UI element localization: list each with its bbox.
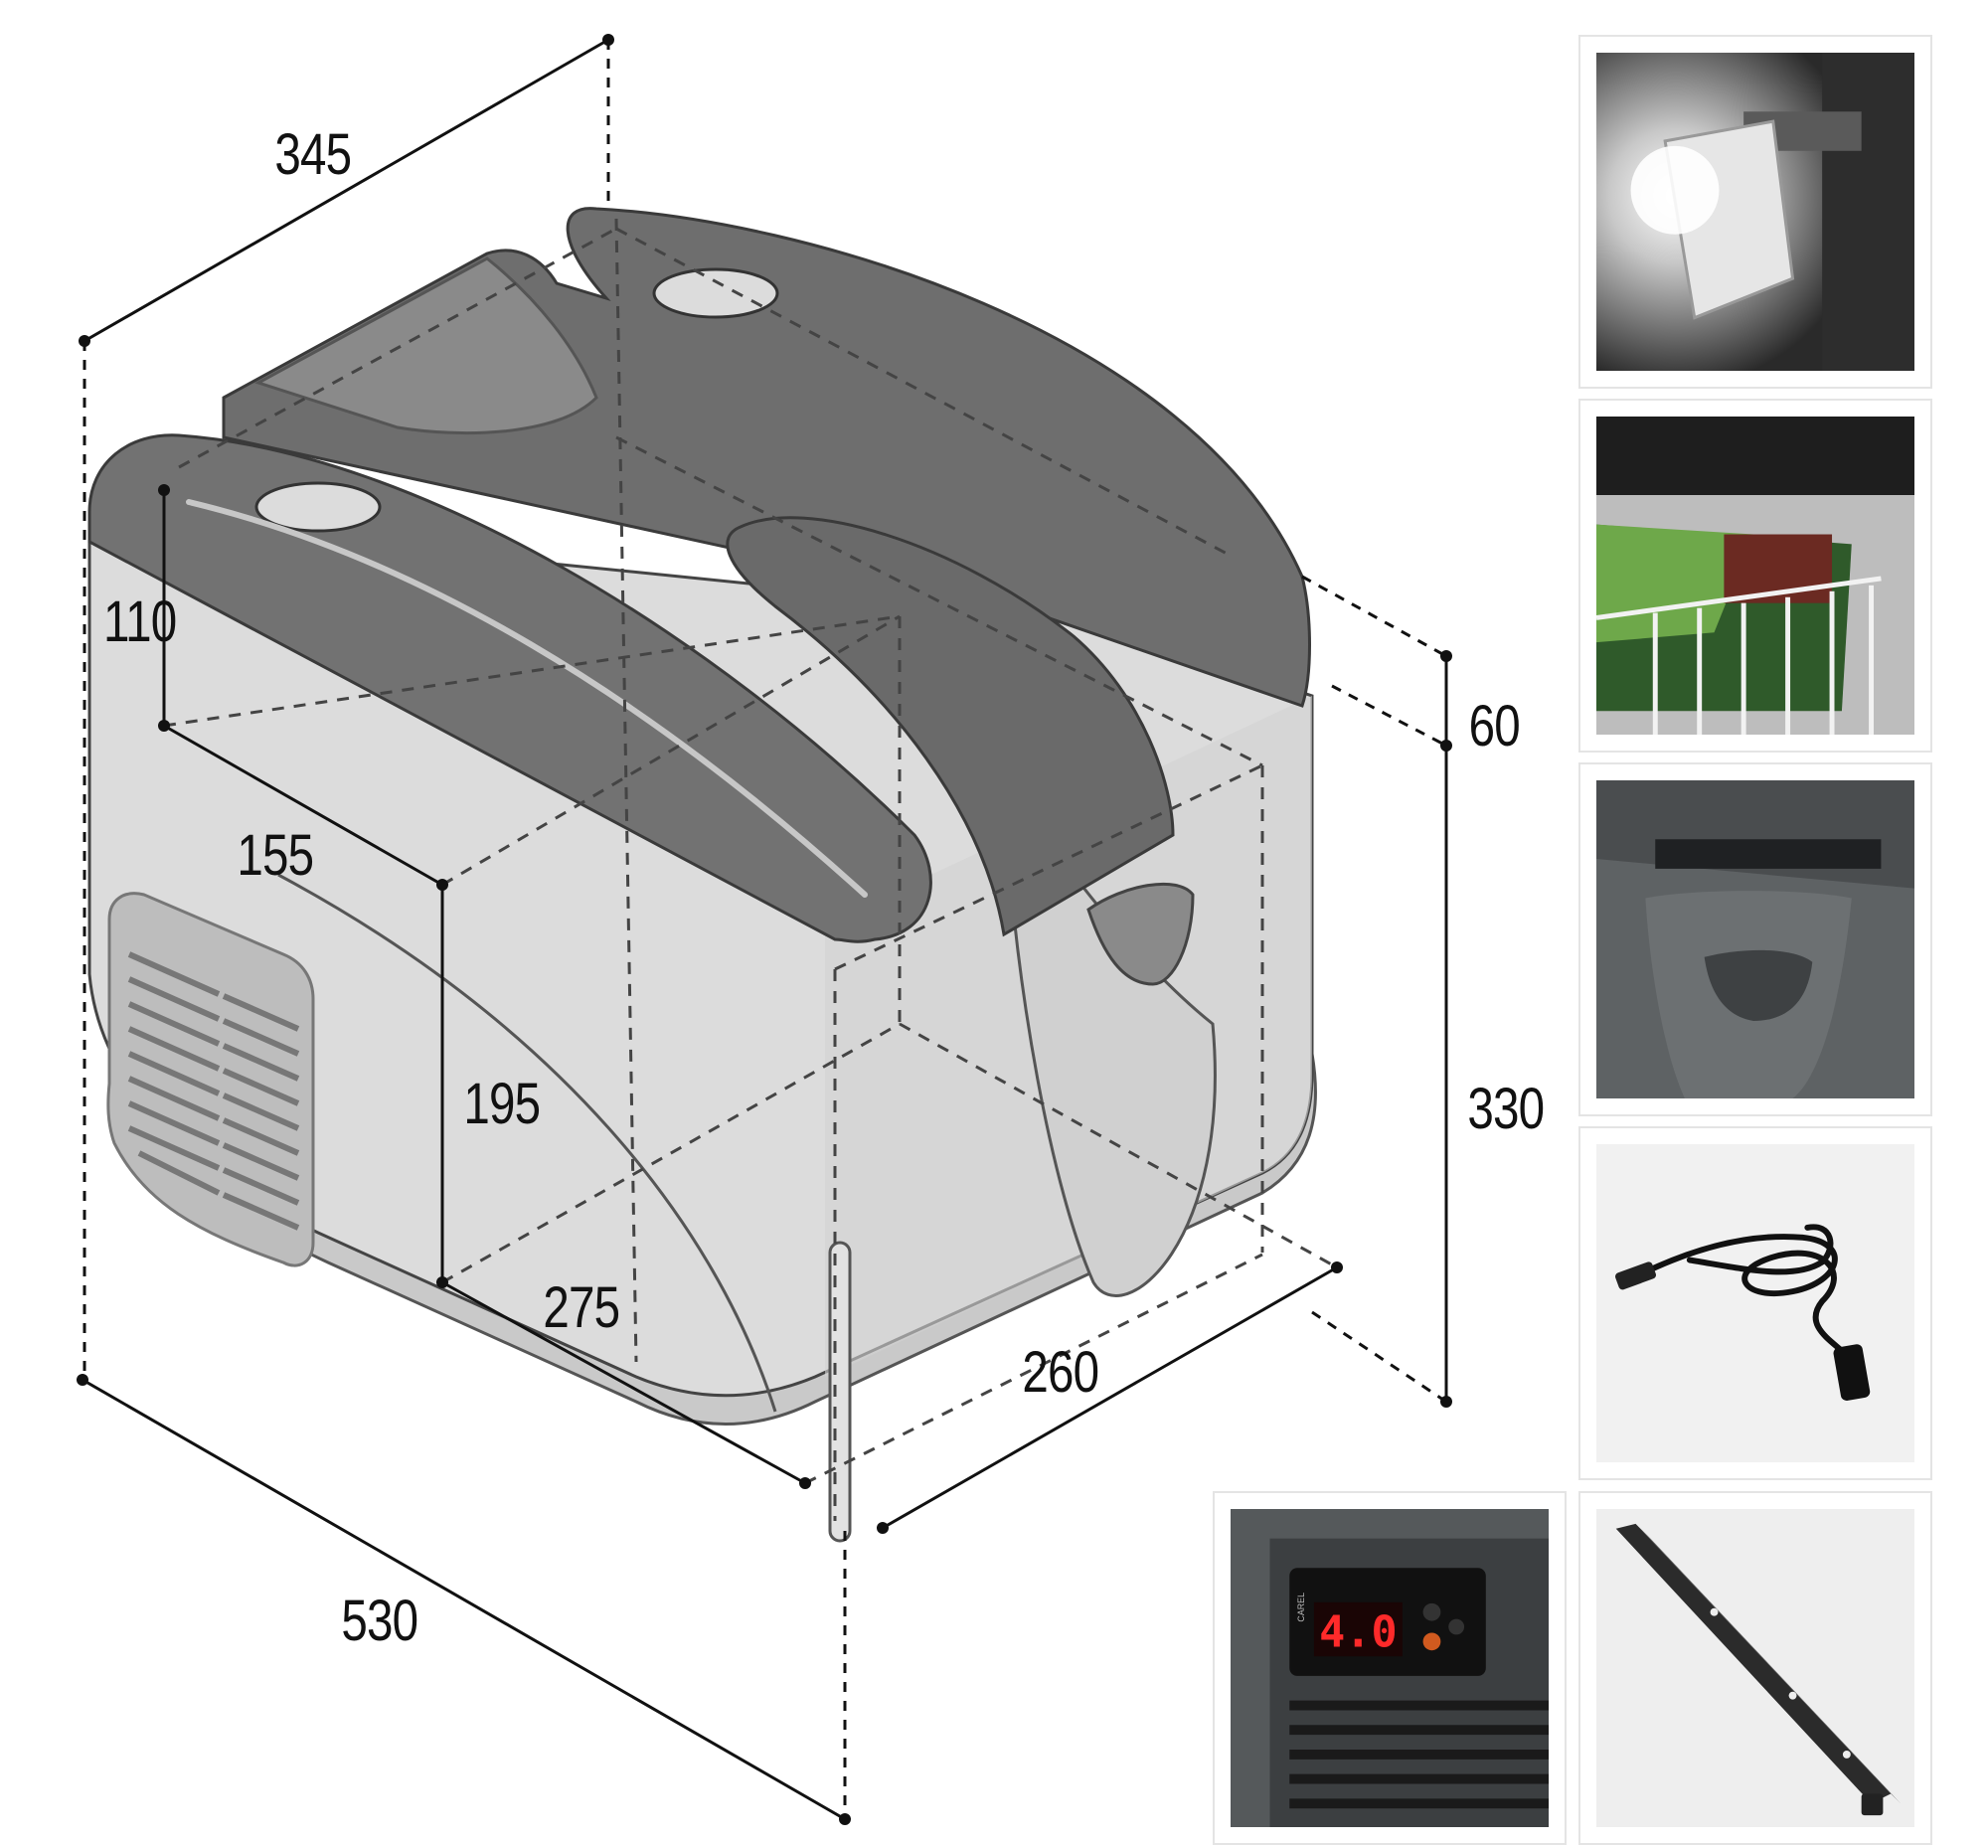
dim-lid-height: 60: [1469, 695, 1520, 759]
power-cable-icon: [1596, 1144, 1914, 1462]
dim-inner-height: 110: [103, 590, 176, 655]
lid-front-right: [726, 516, 1175, 937]
dim-inner-width: 260: [1022, 1341, 1098, 1406]
dim-inner-depth: 155: [237, 824, 313, 889]
dim-compartment-height: 195: [463, 1073, 540, 1137]
wire-basket-icon: [1596, 417, 1914, 735]
dim-compartment-length: 275: [543, 1276, 619, 1341]
carry-handle-icon: [1596, 780, 1914, 1098]
cup-holder-front: [254, 481, 382, 533]
thumb-mounting-bracket: [1578, 1491, 1932, 1845]
dim-outer-length: 530: [341, 1590, 417, 1654]
thumb-power-cable: [1578, 1126, 1932, 1480]
thumb-thermostat: 4.0 CAREL: [1213, 1491, 1567, 1845]
thumb-interior-light: [1578, 35, 1932, 389]
thumb-wire-basket: [1578, 399, 1932, 753]
extension-lines: [83, 40, 1447, 1819]
lid-highlight: [186, 499, 868, 898]
drain-slot: [828, 1241, 852, 1543]
lid-window: [254, 256, 598, 435]
interior-light-icon: [1596, 53, 1914, 371]
thumb-carry-handle: [1578, 762, 1932, 1116]
thermostat-brand: CAREL: [1296, 1593, 1306, 1622]
side-curve-line: [277, 873, 777, 1413]
hidden-edges: [163, 218, 1338, 1521]
lid-front: [87, 433, 932, 943]
dimension-endpoints: [77, 34, 1452, 1825]
digital-thermostat-icon: 4.0 CAREL: [1231, 1509, 1549, 1827]
handle-grip: [1086, 882, 1195, 986]
cup-holder-back: [652, 267, 779, 319]
mounting-bracket-icon: [1596, 1509, 1914, 1827]
thermostat-display: 4.0: [1319, 1607, 1397, 1657]
dim-top-depth: 345: [274, 123, 351, 188]
vent-grille: [106, 892, 315, 1267]
dimension-lines: [82, 38, 1448, 1821]
dim-body-height: 330: [1467, 1078, 1544, 1142]
cooler-dimension-diagram: 345 110 155 195 275 260 530 60 330: [77, 34, 1545, 1825]
